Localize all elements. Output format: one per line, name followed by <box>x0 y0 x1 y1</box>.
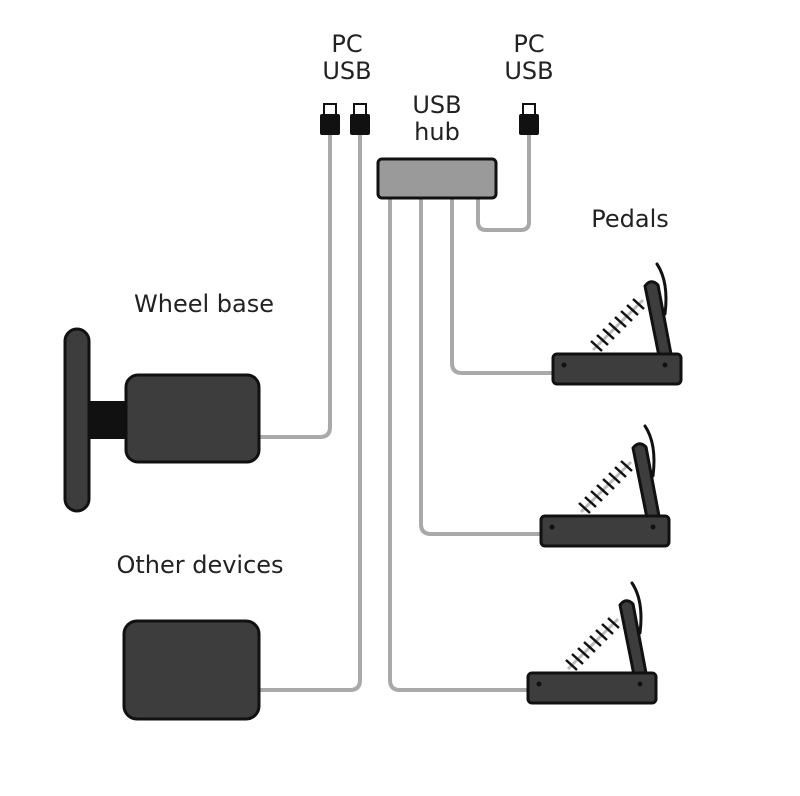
other-devices-label: Other devices <box>116 551 283 579</box>
pedal-1 <box>551 262 683 386</box>
pedal-1-motion-mark <box>655 262 668 316</box>
pedal-3-arm <box>618 599 648 677</box>
pc-usb-right-label-line2: USB <box>504 57 553 85</box>
usb-plug-left-2 <box>350 103 370 135</box>
pedal-3 <box>526 581 658 705</box>
pedal-2-motion-mark <box>643 424 656 478</box>
hub-uplink-cable <box>476 131 531 232</box>
usb-hub-box <box>376 157 498 200</box>
pedal-2-base <box>539 514 671 548</box>
pedal-2-cable <box>419 194 543 536</box>
wheel-base-body <box>124 373 261 464</box>
pedal-2-arm <box>631 442 661 520</box>
other-device-box <box>122 619 261 721</box>
wheel-shaft <box>84 401 132 439</box>
wheel-base-cable <box>257 131 332 439</box>
usb-hub-label-line2: hub <box>414 118 460 146</box>
pedal-2-spring <box>578 460 633 514</box>
pc-usb-left-label-line2: USB <box>322 57 371 85</box>
pedal-1-base <box>551 352 683 386</box>
pc-usb-right-label-line1: PC <box>513 30 544 58</box>
pedal-3-spring <box>565 617 620 671</box>
other-devices-cable <box>257 131 362 692</box>
pc-usb-left-label-line1: PC <box>331 30 362 58</box>
pedal-1-arm <box>643 280 673 358</box>
pedal-1-cable <box>450 194 555 375</box>
pedal-3-base <box>526 671 658 705</box>
wheel-base-label: Wheel base <box>134 290 274 318</box>
usb-hub-label-line1: USB <box>412 91 461 119</box>
pedal-3-motion-mark <box>630 581 643 635</box>
usb-plug-left-1 <box>320 103 340 135</box>
pedal-3-cable <box>388 194 530 692</box>
wheel-base <box>63 327 261 513</box>
pedals-label: Pedals <box>591 205 669 233</box>
usb-plug-right <box>519 103 539 135</box>
steering-wheel-rim <box>63 327 91 513</box>
pedal-1-spring <box>590 298 645 352</box>
pedal-2 <box>539 424 671 548</box>
